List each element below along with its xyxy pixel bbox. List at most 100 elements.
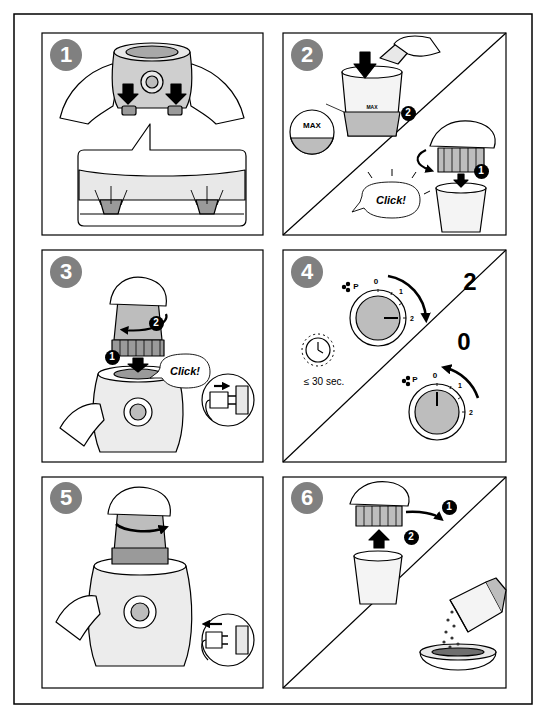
line-art xyxy=(446,368,478,398)
line-art xyxy=(184,64,244,124)
line-art xyxy=(450,636,453,639)
line-art xyxy=(56,596,100,640)
line-art xyxy=(60,64,120,124)
line-art xyxy=(406,512,440,518)
step-number: 5 xyxy=(50,482,82,514)
dial-mark: 1 xyxy=(399,288,403,295)
line-art xyxy=(42,33,263,235)
badge-number-text: 2 xyxy=(408,532,414,542)
line-art xyxy=(409,384,465,440)
line-art xyxy=(214,385,226,387)
badge-number-text: 1 xyxy=(446,502,452,512)
step-number: 4 xyxy=(291,256,323,288)
dial-mark: 1 xyxy=(458,382,462,389)
dial-mark: P xyxy=(353,283,358,291)
line-art xyxy=(354,556,402,604)
line-art xyxy=(236,626,248,654)
sub-step-badge: 1 xyxy=(474,164,489,179)
line-art xyxy=(388,276,426,318)
line-art xyxy=(290,110,334,154)
line-art xyxy=(420,644,496,660)
line-art xyxy=(206,623,222,625)
line-art xyxy=(228,396,236,404)
line-art xyxy=(344,112,400,136)
line-art xyxy=(283,250,506,462)
line-art xyxy=(368,169,430,194)
dial-setting: 2 xyxy=(463,270,476,294)
badge-number-text: 2 xyxy=(405,108,411,118)
dial-mark: 0 xyxy=(433,372,437,380)
line-art xyxy=(130,404,146,420)
panel-6-art xyxy=(350,482,506,670)
line-art xyxy=(283,250,506,462)
step-number-text: 5 xyxy=(60,487,72,509)
line-art xyxy=(283,33,506,235)
line-art xyxy=(283,477,506,688)
line-art xyxy=(222,636,228,644)
line-art xyxy=(112,548,168,564)
line-art xyxy=(302,334,334,366)
click-sound: Click! xyxy=(376,195,406,206)
panel-5-art xyxy=(56,487,254,666)
line-art xyxy=(356,296,400,340)
line-art xyxy=(128,358,148,372)
line-art xyxy=(350,290,406,346)
line-art xyxy=(450,600,468,632)
line-art xyxy=(236,386,248,414)
line-art xyxy=(450,610,453,613)
line-art xyxy=(402,379,405,382)
step-number: 6 xyxy=(291,482,323,514)
line-art xyxy=(350,482,409,506)
line-art xyxy=(346,288,349,291)
panel-4-art xyxy=(302,276,478,440)
line-art xyxy=(448,645,451,648)
line-art xyxy=(486,578,506,612)
line-art xyxy=(342,285,345,288)
sub-step-badge: 2 xyxy=(404,530,419,545)
panel-2-assembly-art xyxy=(352,121,495,232)
line-art xyxy=(141,71,163,93)
sub-step-badge: 2 xyxy=(149,316,164,331)
line-art xyxy=(318,342,323,353)
line-art xyxy=(406,382,409,385)
line-art xyxy=(430,121,495,148)
line-art xyxy=(418,150,430,170)
line-art xyxy=(283,33,506,235)
line-art xyxy=(150,354,210,388)
line-art xyxy=(124,398,152,426)
line-art xyxy=(120,340,160,356)
line-art xyxy=(210,392,228,408)
line-art xyxy=(131,603,149,621)
line-art xyxy=(436,392,438,406)
dial-setting: 0 xyxy=(457,330,470,354)
panel-2-art xyxy=(290,36,440,154)
line-art xyxy=(206,400,212,420)
line-art xyxy=(110,277,166,306)
line-art xyxy=(283,477,506,688)
panel-1-art xyxy=(60,43,246,226)
line-art xyxy=(146,76,158,88)
line-art xyxy=(384,317,398,319)
line-art xyxy=(118,84,138,104)
line-art xyxy=(442,610,459,648)
dial-mark: 2 xyxy=(410,315,414,322)
dial-mark: P xyxy=(412,376,417,384)
sub-step-badge: 1 xyxy=(442,500,457,515)
line-art xyxy=(14,14,532,704)
time-limit: ≤ 30 sec. xyxy=(304,377,345,387)
panel-3-art xyxy=(60,277,254,452)
line-art xyxy=(326,104,344,112)
line-art xyxy=(88,566,192,666)
line-art xyxy=(406,376,409,379)
line-art xyxy=(126,46,178,58)
line-art xyxy=(354,52,376,78)
line-art xyxy=(202,614,254,666)
dial-mark: 0 xyxy=(374,278,378,286)
line-art xyxy=(202,640,208,660)
step-number-text: 2 xyxy=(301,44,313,66)
sub-step-badge: 1 xyxy=(105,350,120,365)
line-art xyxy=(364,506,396,526)
badge-number-text: 1 xyxy=(109,352,115,362)
max-mark: MAX xyxy=(366,105,377,110)
